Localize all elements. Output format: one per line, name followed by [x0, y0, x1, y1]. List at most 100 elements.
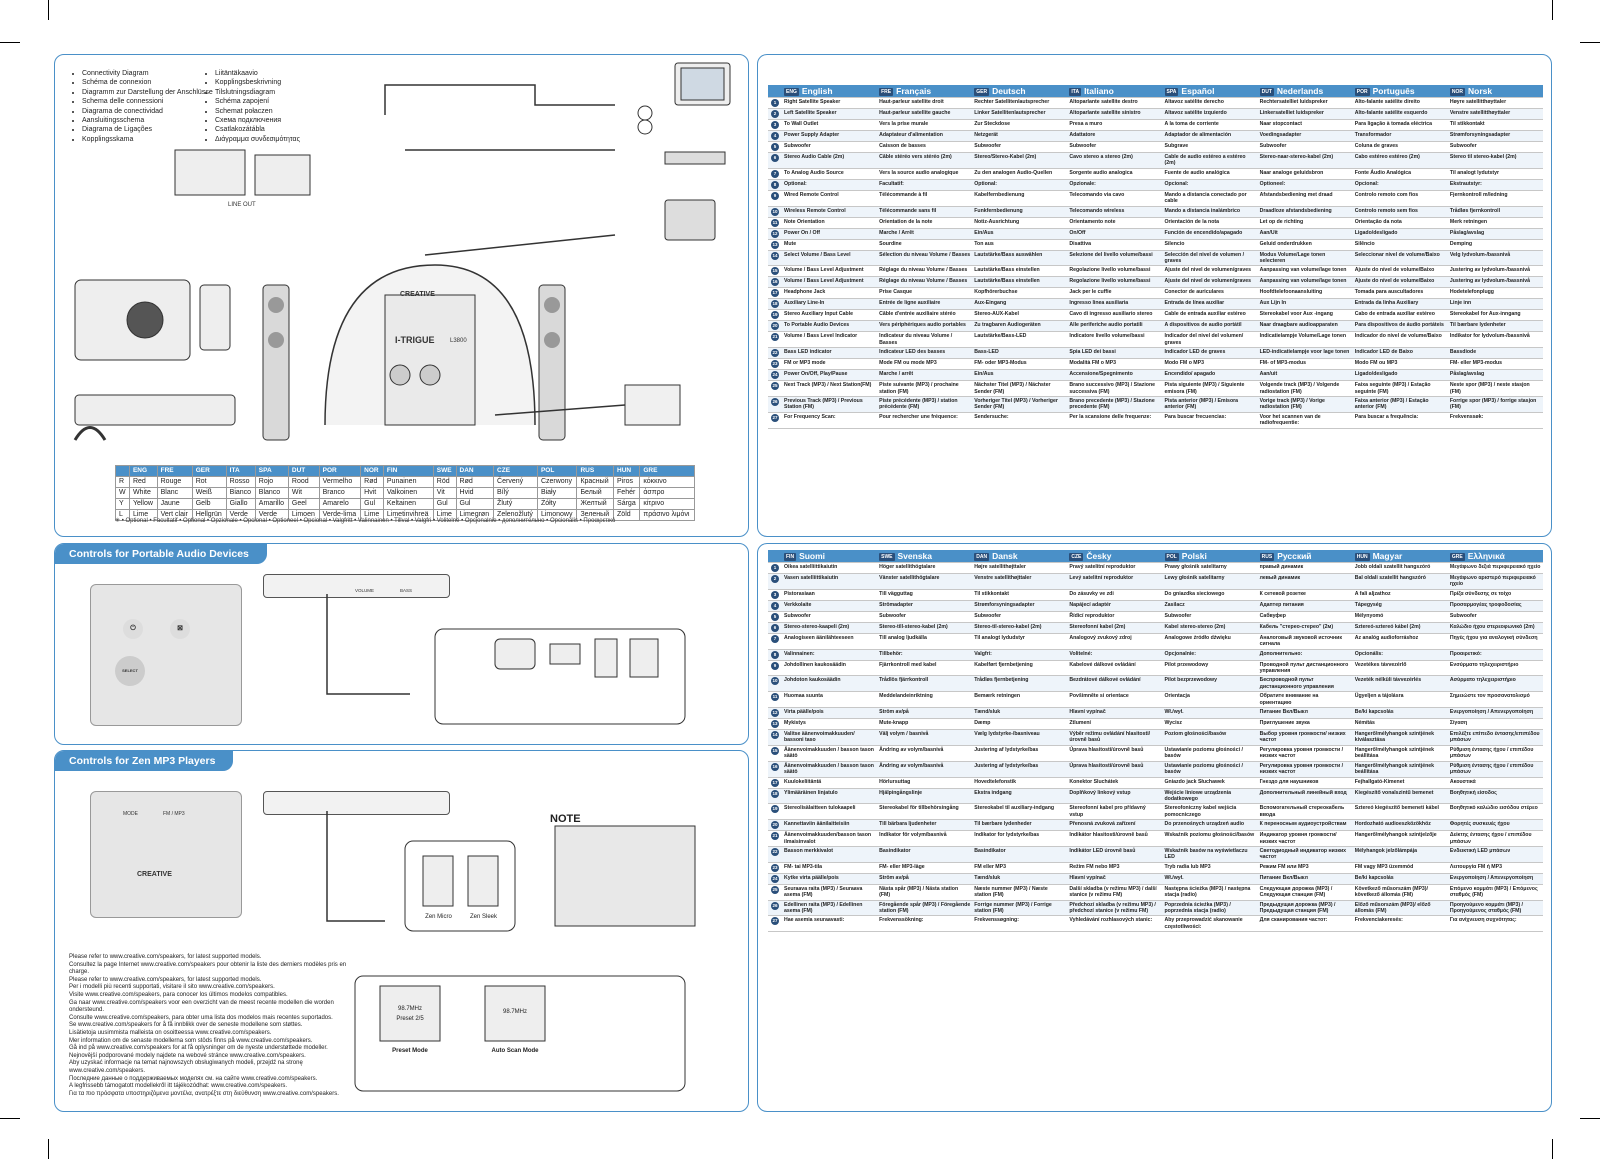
color-name: Yellow: [128, 498, 158, 510]
table-cell: Prawy głośnik satelitarny: [1162, 562, 1258, 574]
table-cell: Huomaa suunta: [782, 691, 878, 709]
row-number-cell: 15: [768, 265, 782, 278]
row-number: 20: [771, 322, 779, 331]
table-cell: Bezdrátové dálkové ovládání: [1067, 675, 1163, 693]
table-cell: Výběr režimu ovládání hlasitosti/úrovně …: [1067, 729, 1163, 746]
table-cell: Mute: [782, 239, 878, 251]
table-cell: Tomada para auscultadores: [1352, 287, 1448, 300]
zen-mode-button[interactable]: MODE: [123, 811, 138, 817]
table-cell: Pistorasiaan: [782, 589, 878, 601]
table-cell: Volume / Bass Level Indicator: [782, 331, 878, 349]
portable-bass-label: BASS: [400, 588, 413, 593]
lang-code: NOR: [1449, 87, 1465, 96]
table-cell: Hovedtelefonstik: [972, 777, 1068, 789]
table-cell: Trådlös fjärrkontroll: [877, 675, 973, 693]
lang-code: DUT: [1259, 87, 1274, 96]
zen-fm-mp3-button[interactable]: FM / MP3: [163, 811, 185, 817]
table-cell: Светодиодный индикатор низких частот: [1257, 846, 1353, 863]
table-cell: Następna ścieżka (MP3) / następna stacja…: [1162, 884, 1258, 901]
table-cell: Til bærbare lydenheder: [972, 819, 1068, 832]
table-cell: Mélynyomó: [1352, 611, 1448, 623]
table-cell: Jobb oldali szatellit hangszóró: [1352, 562, 1448, 574]
reference-note-line: Consultez la page Internet www.creative.…: [69, 961, 347, 976]
color-name: Limetinvihreä: [382, 509, 434, 521]
table-cell: Función de encendido/apagado: [1162, 228, 1258, 240]
table-cell: Stereo/Stereo-Kabel (2m): [972, 152, 1068, 169]
color-table-lang-code: GRE: [639, 465, 695, 477]
table-cell: Ändring av volym/basnivå: [877, 745, 973, 762]
table-cell: Selezione del livello volume/bassi: [1067, 250, 1163, 267]
table-cell: Ekstrautstyr:: [1447, 179, 1543, 191]
color-name: Hvit: [360, 487, 384, 499]
color-name: Amarillo: [254, 498, 289, 510]
table-cell: Bal oldali szatellit hangszóró: [1352, 573, 1448, 590]
table-cell: Entrada de línea auxiliar: [1162, 298, 1258, 311]
table-cell: Rechter Satellitenlautsprecher: [972, 97, 1068, 109]
table-cell: Nächster Titel (MP3) / Nächster Sender (…: [972, 380, 1068, 398]
lang-code: GER: [974, 87, 990, 96]
table-cell: Ρύθμιση έντασης ήχου / επιπέδου μπάσων: [1447, 745, 1543, 762]
lang-name: Deutsch: [992, 86, 1026, 96]
table-cell: Äänenvoimakkuuden / basson tason säätö: [782, 745, 878, 762]
table-cell: Indikátor LED úrovně basů: [1067, 846, 1163, 863]
row-number: 1: [771, 564, 779, 572]
table-cell: Mélyhangok jelzőlámpája: [1352, 846, 1448, 863]
lang-code: POR: [1354, 87, 1370, 96]
table-cell: Strømforsyningsadapter: [1447, 130, 1543, 142]
row-number: 18: [771, 300, 779, 309]
row-number: 4: [771, 601, 779, 610]
line-out-label: LINE OUT: [228, 202, 256, 208]
table-cell: Opcional:: [1352, 179, 1448, 191]
table-cell: Transformador: [1352, 130, 1448, 142]
table-cell: Stereokabel for Aux-inngang: [1447, 309, 1543, 322]
color-name: πράσινο λιμόνι: [639, 509, 695, 521]
table-cell: Tryb radia lub MP3: [1162, 862, 1258, 874]
table-cell: Ενεργοποίηση / Απενεργοποίηση: [1447, 873, 1543, 885]
color-name: Желтый: [576, 498, 615, 510]
lang-name: Español: [1181, 86, 1215, 96]
table-cell: Fuente de audio analógica: [1162, 168, 1258, 180]
bullet-item: Liitäntäkaavio: [215, 69, 355, 78]
table-cell: Verkkolaite: [782, 600, 878, 612]
table-cell: Hangerő/mélyhangok szintjelzője: [1352, 830, 1448, 847]
table-cell: Câble d'entrée auxiliaire stéréo: [877, 309, 973, 322]
table-cell: Til analogt lydudstyr: [972, 633, 1068, 650]
table-cell: Frekvenssøgning:: [972, 915, 1068, 933]
table-cell: Optioneel:: [1257, 179, 1353, 191]
row-number-cell: 6: [768, 152, 782, 169]
table-cell: Zasilacz: [1162, 600, 1258, 612]
color-name: Fehér: [613, 487, 641, 499]
row-number-cell: 9: [768, 660, 782, 677]
select-volume-bass-button[interactable]: SELECT: [115, 656, 145, 686]
table-cell: Subwoofer: [877, 611, 973, 623]
table-cell: Lautstärke/Bass-LED: [972, 331, 1068, 349]
portable-devices-art: [326, 594, 686, 725]
color-table-lang-code: SPA: [254, 465, 289, 477]
lang-code: FIN: [784, 552, 797, 561]
mute-button[interactable]: ⊠: [170, 619, 190, 639]
table-cell: Poziom głośności/basów: [1162, 729, 1258, 746]
table-cell: Netzgerät: [972, 130, 1068, 142]
table-cell: Az analóg audioforráshoz: [1352, 633, 1448, 650]
table-cell: Hae asemia seuraavasti:: [782, 915, 878, 933]
table-cell: Câble stéréo vers stéréo (2m): [877, 152, 973, 169]
table-cell: Analogový zvukový zdroj: [1067, 633, 1163, 650]
power-button[interactable]: ⏻: [123, 619, 143, 639]
table-cell: Regolazione livello volume/bassi: [1067, 276, 1163, 289]
row-number-cell: 21: [768, 331, 782, 349]
row-number-cell: 20: [768, 819, 782, 832]
row-number: 3: [771, 590, 779, 599]
reference-note-line: Please refer to www.creative.com/speaker…: [69, 976, 262, 983]
table-cell: Til bærbare lydenheter: [1447, 320, 1543, 333]
table-cell: Stereo Audio Cable (2m): [782, 152, 878, 169]
reference-note-line: Για τα πιο πρόσφατα υποστηριζόμενα μοντέ…: [69, 1090, 339, 1097]
